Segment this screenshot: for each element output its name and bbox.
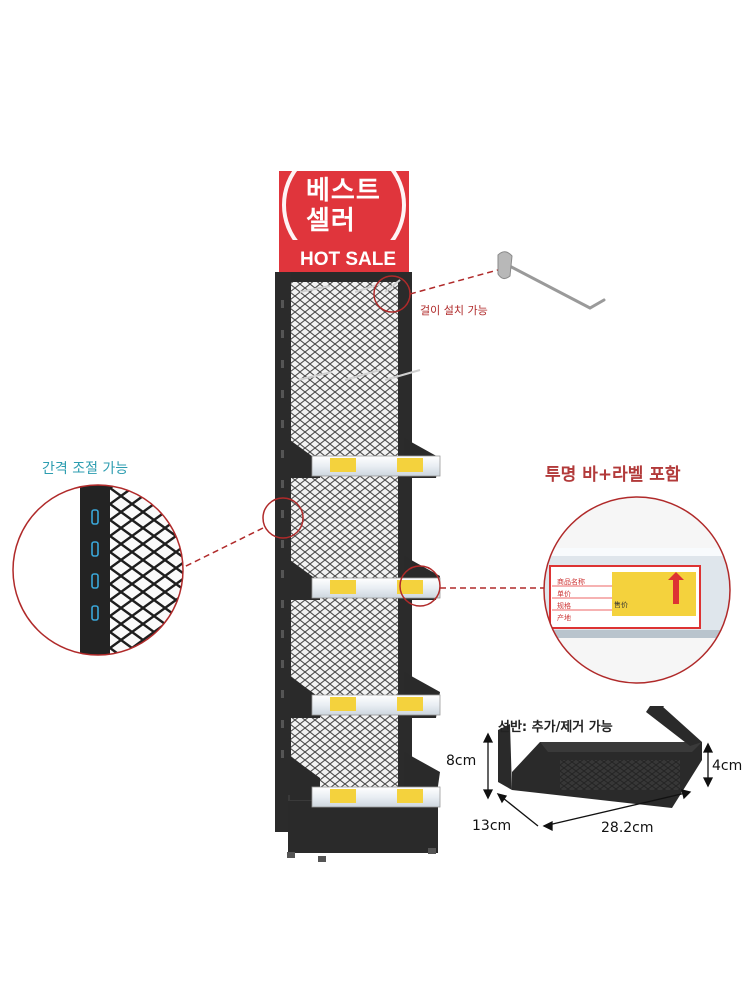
shelf-lip-height-label: 4cm xyxy=(712,758,743,774)
hook-callout-label: 걸이 설치 가능 xyxy=(420,304,488,317)
sign-text-hot-sale: HOT SALE xyxy=(300,249,397,270)
transparent-bar-callout-label: 투명 바+라벨 포함 xyxy=(545,465,681,485)
shelf-width-label: 28.2cm xyxy=(601,820,654,836)
shelf-height-label: 8cm xyxy=(446,753,477,769)
label-card-row-1: 商品名称 xyxy=(557,578,585,586)
shelf-detail-title: 선반: 추가/제거 가능 xyxy=(498,720,613,735)
display-rack xyxy=(275,272,441,862)
label-card-row-4: 产地 xyxy=(557,614,571,622)
rack-shelf-4 xyxy=(290,752,441,808)
rack-shelf-1 xyxy=(290,438,441,478)
hot-sale-sign xyxy=(279,143,409,272)
sign-text-best: 베스트 xyxy=(306,176,381,206)
label-card-row-2: 单价 xyxy=(557,590,571,598)
shelf-depth-label: 13cm xyxy=(472,818,512,834)
label-bar-zoom-callout xyxy=(399,496,731,684)
hook-icon xyxy=(497,251,606,310)
sign-text-seller: 셀러 xyxy=(306,206,356,236)
shelf-detail-diagram xyxy=(482,706,714,832)
spacing-zoom-callout xyxy=(12,484,304,656)
rack-shelf-3 xyxy=(290,672,441,718)
rack-shelf-2 xyxy=(290,556,441,600)
label-card-price: 售价 xyxy=(614,601,628,609)
label-card-row-3: 规格 xyxy=(557,602,571,610)
hook-callout xyxy=(373,267,506,313)
spacing-callout-label: 간격 조절 가능 xyxy=(42,461,129,477)
